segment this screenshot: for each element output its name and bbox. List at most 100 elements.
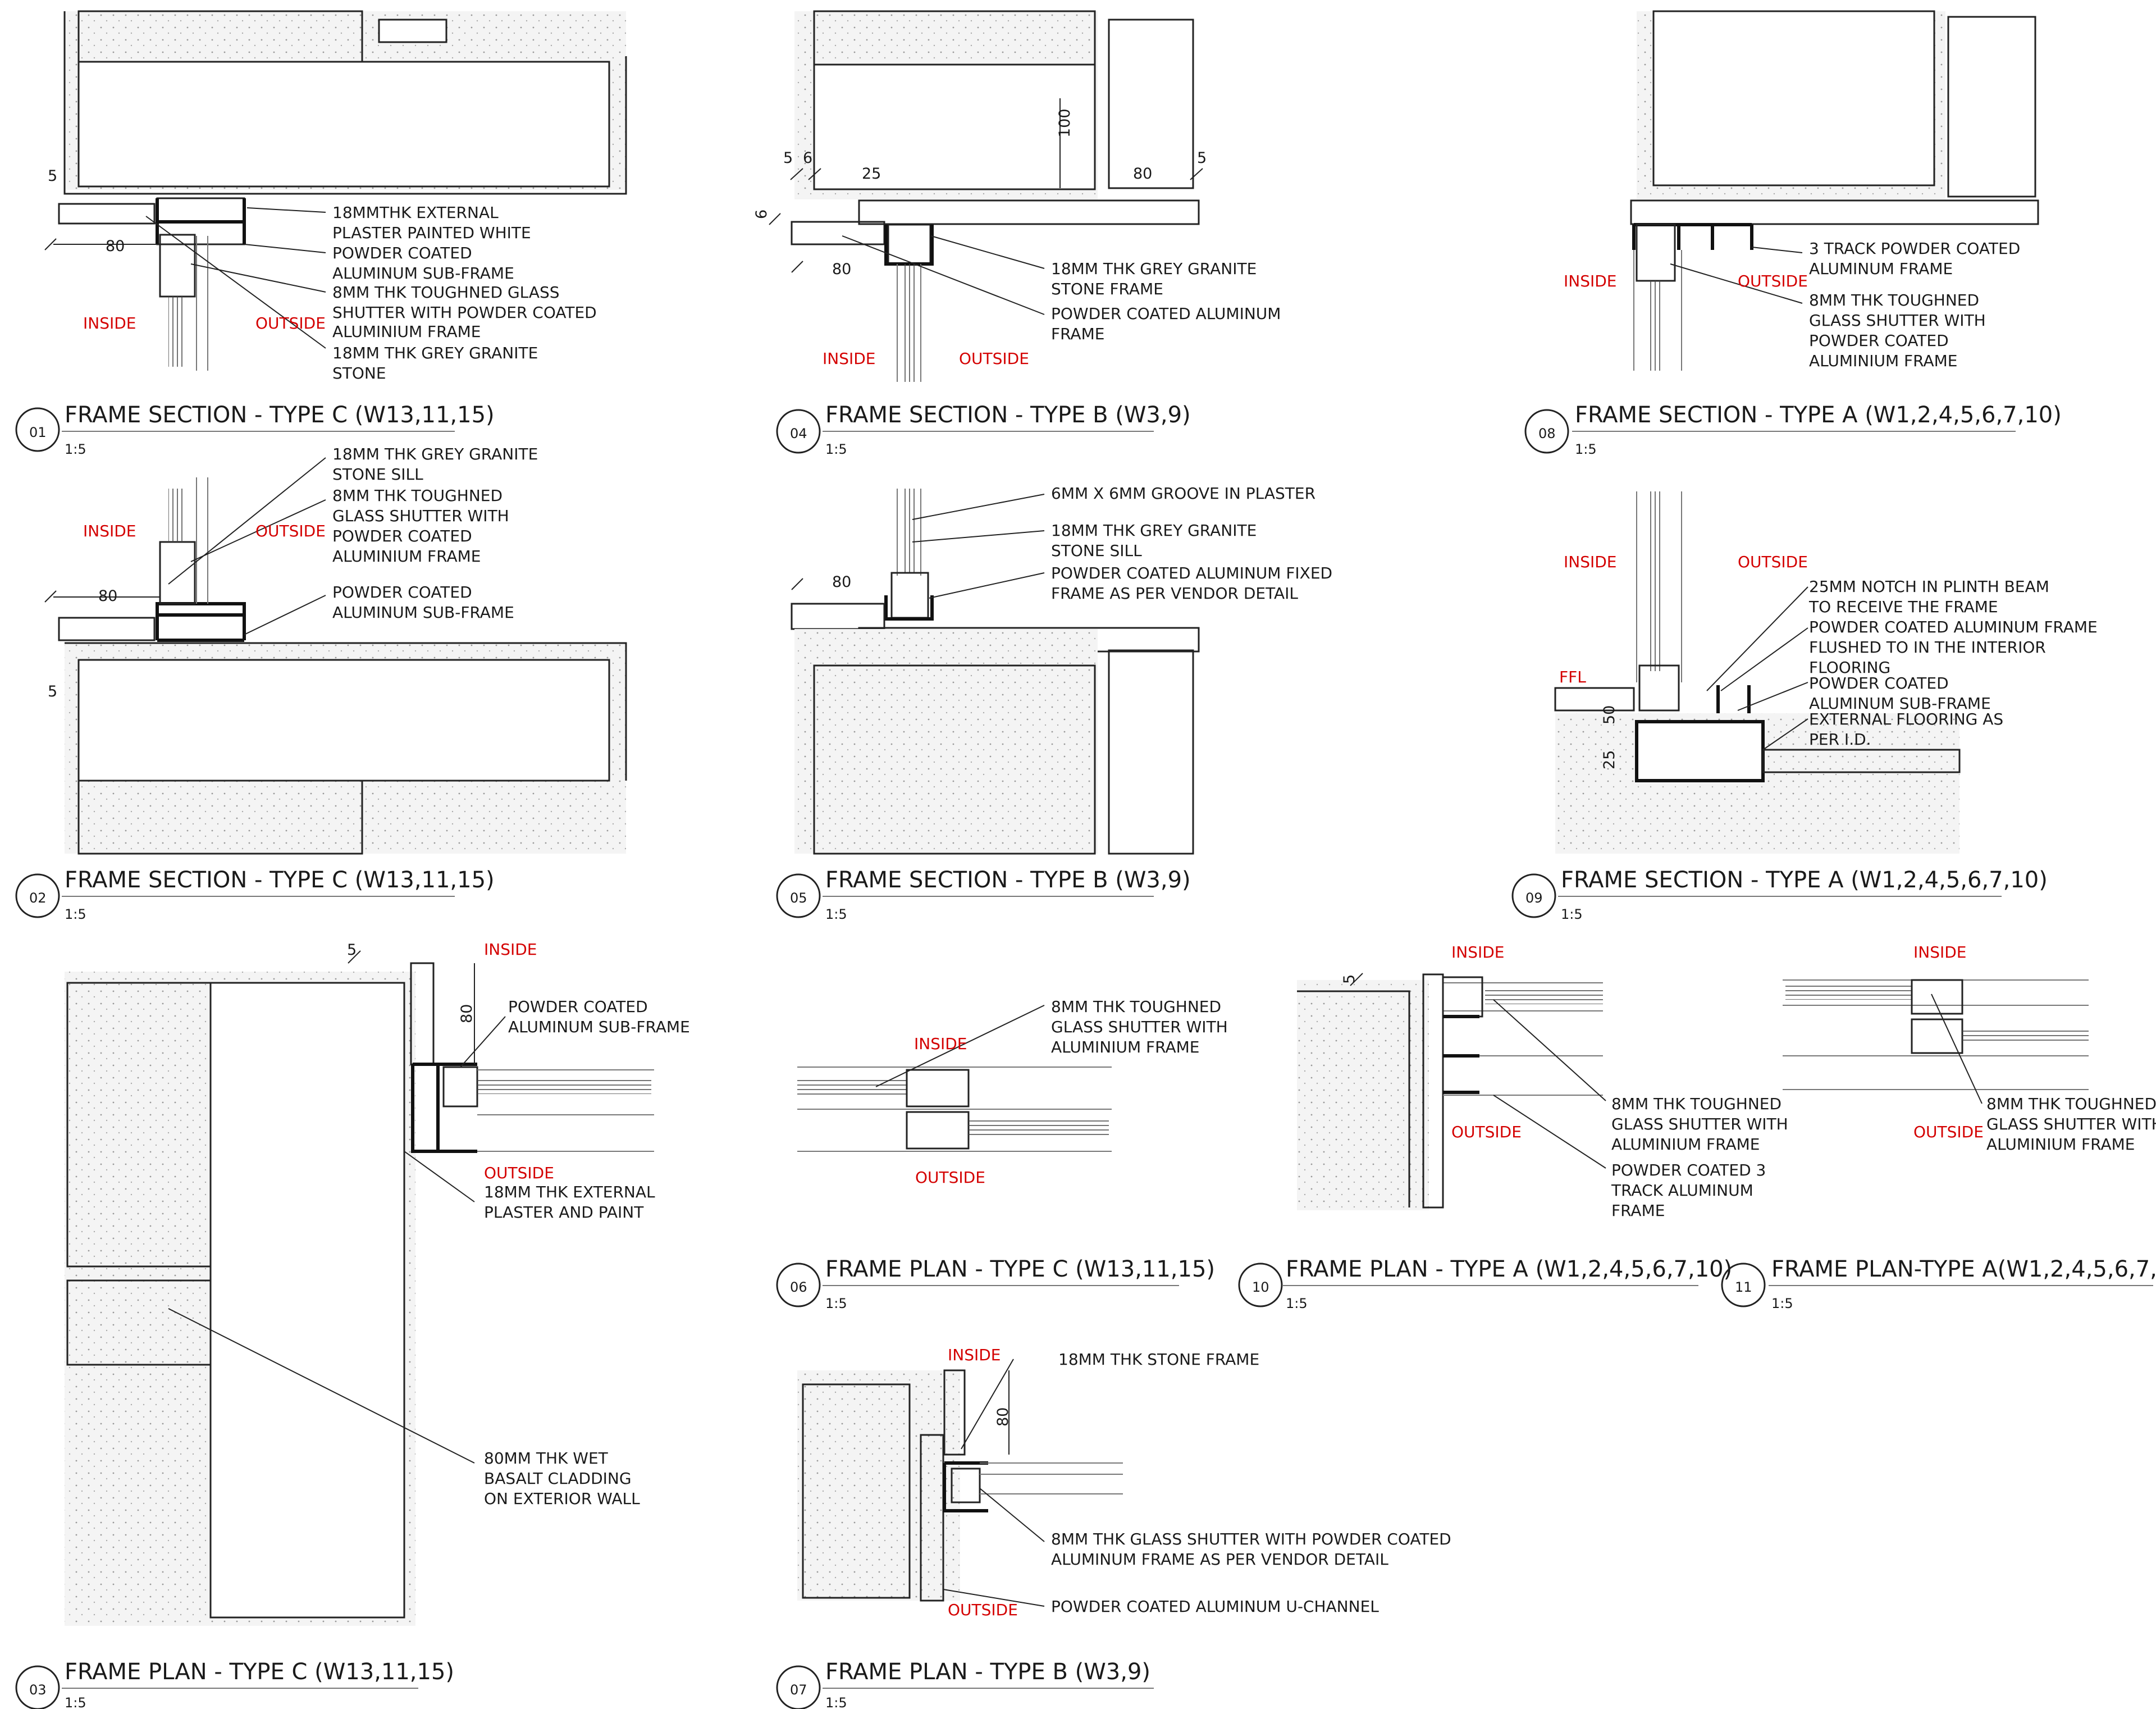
detail-06: 8MM THK TOUGHNED GLASS SHUTTER WITH ALUM… (776, 997, 1228, 1311)
detail-11: 8MM THK TOUGHNED GLASS SHUTTER WITH ALUM… (1721, 943, 2156, 1311)
note-text: ALUMINIUM FRAME (1611, 1135, 1760, 1154)
note-text: POWDER COATED (508, 997, 648, 1016)
dim-label: 80 (1133, 165, 1152, 183)
dim-label: 80 (994, 1407, 1012, 1427)
inside-label: INSIDE (914, 1034, 967, 1053)
note-text: FLOORING (1809, 658, 1890, 677)
note-text: 18MM THK STONE FRAME (1058, 1350, 1259, 1369)
detail-number: 01 (29, 425, 47, 440)
inside-label: INSIDE (83, 314, 136, 332)
note-text: POWDER COATED 3 (1611, 1161, 1766, 1179)
note-text: 8MM THK TOUGHNED (1051, 997, 1221, 1016)
detail-scale: 1:5 (1575, 441, 1597, 457)
detail-title: FRAME SECTION - TYPE B (W3,9) (825, 867, 1191, 893)
detail-07: 80 18MM THK STONE FRAME 8MM THK GLASS SH… (776, 1346, 1451, 1709)
note-text: 8MM THK TOUGHNED (1809, 291, 1979, 309)
dim-label: 25 (862, 165, 881, 183)
note-text: GLASS SHUTTER WITH (1809, 311, 1986, 330)
dim-label: 100 (1056, 108, 1074, 138)
dim-label: 80 (106, 238, 125, 255)
note-text: POWDER COATED ALUMINUM U-CHANNEL (1051, 1597, 1379, 1616)
dim-label: 5 (783, 149, 793, 167)
note-text: PER I.D. (1809, 730, 1871, 749)
note-text: ALUMINUM FRAME AS PER VENDOR DETAIL (1051, 1550, 1388, 1569)
note-text: PLASTER AND PAINT (484, 1203, 644, 1222)
detail-title: FRAME SECTION - TYPE C (W13,11,15) (65, 867, 495, 893)
dim-label: 6 (753, 209, 770, 219)
detail-scale: 1:5 (65, 1695, 86, 1709)
detail-scale: 1:5 (825, 906, 847, 922)
note-text: 18MM THK GREY GRANITE (332, 344, 538, 362)
note-text: BASALT CLADDING (484, 1469, 632, 1488)
outside-label: OUTSIDE (484, 1164, 554, 1182)
detail-01: 5 80 18MMTHK EXTERNAL PLASTER PAINTED WH… (15, 10, 627, 457)
note-text: 18MM THK GREY GRANITE (1051, 259, 1257, 278)
outside-label: OUTSIDE (255, 522, 326, 540)
detail-05: 80 6MM X 6MM GROOVE IN PLASTER 18MM THK … (776, 484, 1332, 922)
note-text: ALUMINIUM FRAME (1051, 1038, 1199, 1056)
note-text: POWDER COATED (332, 583, 472, 601)
note-text: 18MM THK GREY GRANITE (332, 445, 538, 463)
detail-number: 06 (790, 1279, 807, 1295)
note-text: POWDER COATED (1809, 674, 1949, 692)
detail-number: 07 (790, 1682, 807, 1698)
detail-08: 3 TRACK POWDER COATED ALUMINUM FRAME 8MM… (1524, 10, 2062, 457)
outside-label: OUTSIDE (1913, 1123, 1984, 1141)
detail-title: FRAME PLAN-TYPE A(W1,2,4,5,6,7,10) (1771, 1256, 2156, 1282)
note-text: ALUMINIUM FRAME (1809, 352, 1957, 370)
note-text: POWDER COATED ALUMINUM FIXED (1051, 564, 1332, 582)
granite-sill (858, 199, 1200, 225)
note-text: ALUMINUM SUB-FRAME (332, 603, 514, 622)
note-text: ALUMINUM SUB-FRAME (508, 1018, 690, 1036)
detail-number: 02 (29, 890, 47, 906)
note-text: STONE FRAME (1051, 280, 1163, 298)
note-text: 25MM NOTCH IN PLINTH BEAM (1809, 577, 2049, 596)
detail-scale: 1:5 (825, 1695, 847, 1709)
note-text: GLASS SHUTTER WITH (332, 507, 509, 525)
detail-scale: 1:5 (65, 441, 86, 457)
note-text: ON EXTERIOR WALL (484, 1489, 640, 1508)
note-text: ALUMINUM FRAME (1809, 259, 1953, 278)
outside-label: OUTSIDE (255, 314, 326, 332)
note-text: FRAME (1051, 325, 1104, 343)
detail-title: FRAME PLAN - TYPE B (W3,9) (825, 1659, 1150, 1685)
note-text: SHUTTER WITH POWDER COATED (332, 303, 597, 322)
dim-label: 25 (1601, 750, 1618, 769)
dim-label: 5 (347, 941, 357, 959)
detail-number: 09 (1525, 890, 1543, 906)
detail-title: FRAME SECTION - TYPE C (W13,11,15) (65, 402, 495, 428)
detail-scale: 1:5 (825, 441, 847, 457)
glass-shutter (168, 297, 184, 367)
note-text: 18MM THK EXTERNAL (484, 1183, 655, 1201)
note-text: ALUMINUM SUB-FRAME (1809, 694, 1991, 713)
outside-label: OUTSIDE (959, 349, 1029, 368)
outside-label: OUTSIDE (948, 1601, 1018, 1619)
beam (77, 61, 610, 188)
detail-scale: 1:5 (825, 1296, 847, 1311)
note-text: 8MM THK TOUGHNED (332, 486, 503, 505)
dim-label: 5 (1341, 974, 1358, 984)
dim-label: 80 (832, 573, 851, 591)
inside-label: INSIDE (1913, 943, 1967, 961)
note-text: TO RECEIVE THE FRAME (1808, 598, 1998, 616)
note-text: POWDER COATED (1809, 331, 1949, 350)
note-text: GLASS SHUTTER WITH (1051, 1018, 1228, 1036)
inside-label: INSIDE (948, 1346, 1001, 1364)
note-text: 6MM X 6MM GROOVE IN PLASTER (1051, 484, 1315, 503)
note-text: FRAME (1611, 1201, 1665, 1220)
dim-label: 5 (1197, 149, 1207, 167)
dim-label: 80 (832, 261, 851, 278)
note-text: POWDER COATED ALUMINUM FRAME (1809, 618, 2098, 636)
outside-label: OUTSIDE (915, 1168, 985, 1187)
detail-title: FRAME PLAN - TYPE A (W1,2,4,5,6,7,10) (1286, 1256, 1732, 1282)
granite-stone (58, 203, 156, 225)
inside-label: INSIDE (1564, 553, 1617, 571)
note-text: 8MM THK TOUGHNED (1986, 1095, 2156, 1113)
dim-label: 80 (98, 587, 117, 605)
note-text: ALUMINUM SUB-FRAME (332, 264, 514, 282)
dim-label: 5 (48, 167, 57, 185)
detail-04: 100 5 6 25 80 5 6 80 18MM THK GREY GRANI… (753, 10, 1281, 457)
detail-number: 11 (1735, 1279, 1752, 1295)
outside-label: OUTSIDE (1738, 553, 1808, 571)
note-text: POWDER COATED (332, 244, 472, 262)
